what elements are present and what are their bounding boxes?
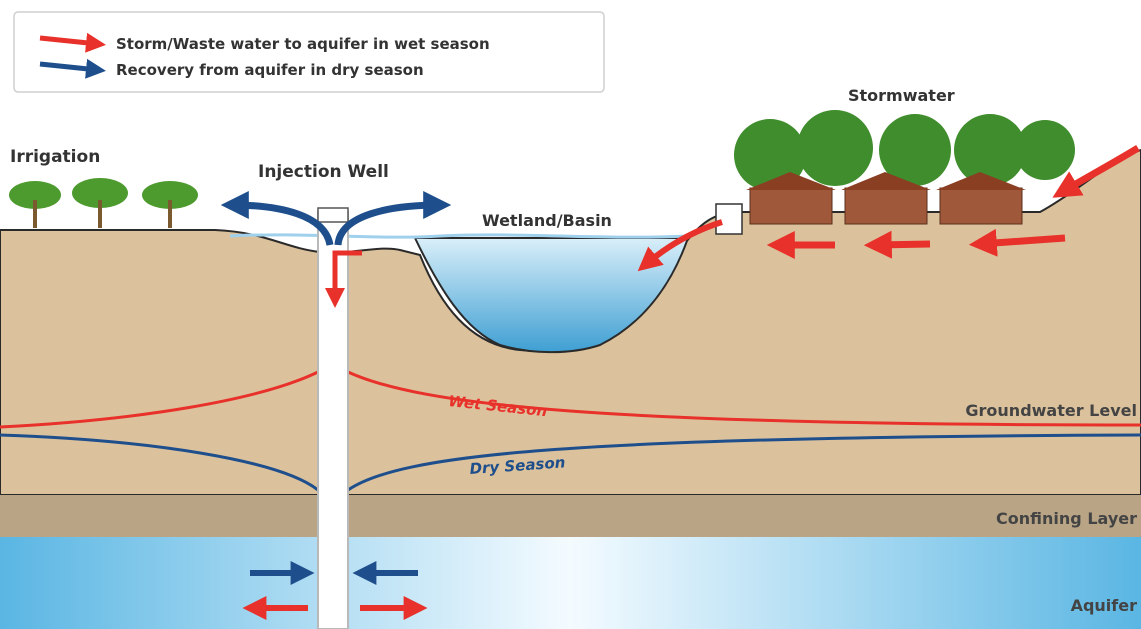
runoff-arrow-1 (968, 228, 1066, 257)
stormwater-inlet (715, 203, 743, 235)
wetland-water (413, 237, 690, 354)
aquifer-layer (0, 537, 1141, 629)
aquifer-label: Aquifer (1071, 596, 1138, 615)
confining-layer (0, 495, 1141, 537)
injection-well-label: Injection Well (258, 162, 389, 182)
houses (746, 172, 1026, 225)
groundwater-level-label: Groundwater Level (965, 401, 1137, 420)
recovery-arrow-left (220, 191, 334, 246)
stormwater-label: Stormwater (848, 86, 955, 105)
wetland-surface (229, 233, 689, 239)
confining-layer-label: Confining Layer (996, 509, 1137, 528)
stormwater-arrow-hill (1052, 145, 1140, 198)
legend-box (13, 11, 605, 93)
irrigation-crops (9, 178, 198, 228)
irrigation-label: Irrigation (10, 147, 100, 167)
dry-season-cone (0, 433, 1141, 492)
legend-blue-label: Recovery from aquifer in dry season (116, 61, 424, 79)
legend-red-label: Storm/Waste water to aquifer in wet seas… (116, 35, 490, 53)
legend-blue-arrow-icon (39, 58, 106, 79)
recovery-arrow-right (334, 191, 452, 246)
wet-season-cone (0, 370, 1141, 429)
wetland-basin-label: Wetland/Basin (482, 211, 612, 230)
legend-red-arrow-icon (39, 32, 106, 53)
legend: Storm/Waste water to aquifer in wet seas… (13, 11, 605, 93)
wellhead (317, 207, 349, 223)
runoff-arrow-2 (863, 230, 931, 259)
inlet-to-basin-arrow (637, 219, 723, 272)
injection-arrow-down (325, 250, 362, 308)
